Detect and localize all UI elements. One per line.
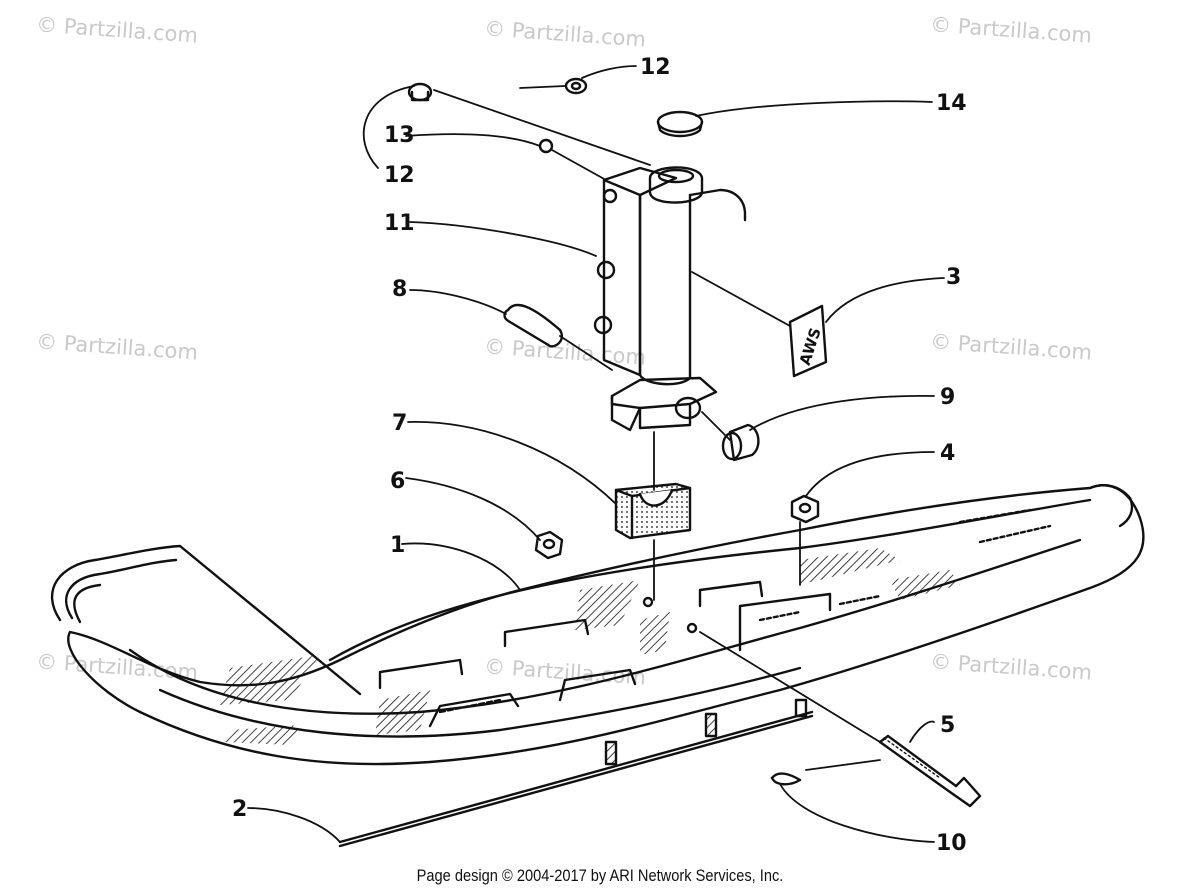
callout-12-left: 12	[384, 163, 415, 188]
callout-9: 9	[940, 385, 955, 410]
decal-label: AWS	[796, 325, 825, 367]
screw	[538, 138, 554, 154]
callout-10: 10	[936, 831, 967, 856]
nut-6	[534, 530, 564, 560]
bolt	[878, 734, 982, 808]
bushing	[721, 423, 760, 462]
bushing-top-right	[564, 77, 588, 95]
callout-6: 6	[390, 469, 405, 494]
callout-2: 2	[232, 797, 247, 822]
lock-nut	[790, 494, 820, 524]
callout-5: 5	[940, 713, 955, 738]
ski	[50, 484, 1145, 766]
callout-4: 4	[940, 441, 955, 466]
callout-14: 14	[936, 91, 967, 116]
callout-11: 11	[384, 211, 415, 236]
cotter-pin	[770, 772, 802, 786]
callout-12-top: 12	[640, 55, 671, 80]
callout-13: 13	[384, 123, 415, 148]
rubber-block	[614, 482, 692, 540]
pin	[503, 303, 564, 348]
wear-bar	[338, 698, 814, 848]
copyright-footer: Page design © 2004-2017 by ARI Network S…	[416, 866, 784, 885]
leader-lines	[247, 65, 945, 843]
bushing-top-left	[407, 82, 433, 102]
callout-3: 3	[946, 265, 961, 290]
spindle-cap	[656, 110, 704, 138]
aws-decal	[788, 304, 828, 378]
callout-1: 1	[390, 533, 405, 558]
callout-7: 7	[392, 411, 407, 436]
spindle-bracket	[593, 166, 747, 432]
callout-8: 8	[392, 277, 407, 302]
